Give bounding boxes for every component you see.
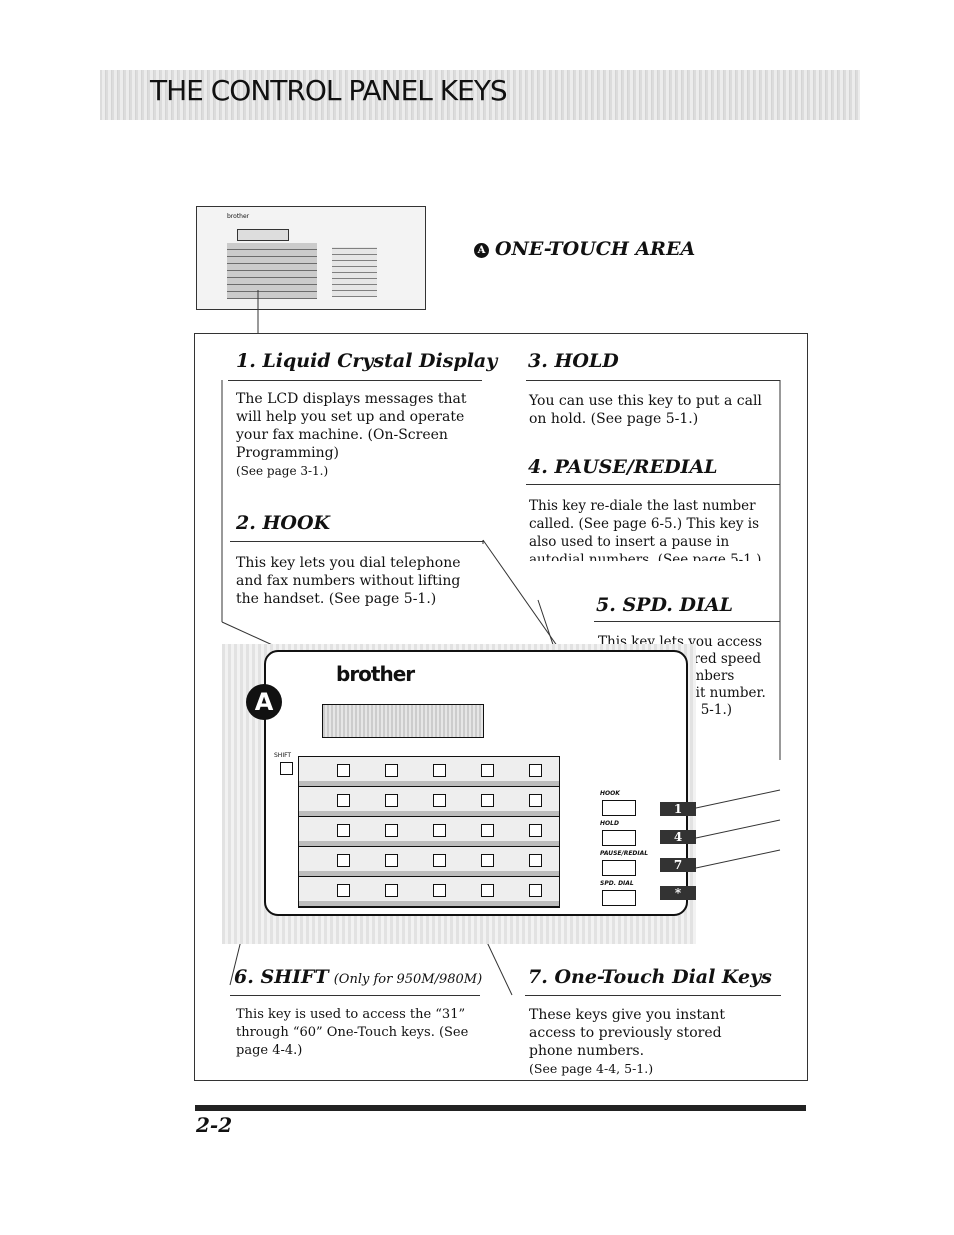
pause-key <box>602 860 636 876</box>
hook-heading: 2. HOOK <box>236 512 331 534</box>
one-touch-key <box>433 854 446 867</box>
panel-brand: brother <box>336 662 415 686</box>
one-touch-key <box>481 824 494 837</box>
onetouch-heading: 7. One-Touch Dial Keys <box>528 966 772 988</box>
one-touch-key <box>337 824 350 837</box>
thumbnail-brand: brother <box>227 213 250 220</box>
shift-heading: 6. SHIFT (Only for 950M/980M) <box>234 966 482 988</box>
one-touch-key <box>481 884 494 897</box>
one-touch-key <box>337 794 350 807</box>
shift-heading-text: 6. SHIFT <box>234 966 329 988</box>
rule-pause <box>526 484 780 485</box>
one-touch-key <box>385 884 398 897</box>
shift-body: This key is used to access the “31” thro… <box>236 1007 469 1058</box>
one-touch-marker: A <box>474 243 489 258</box>
page-title: THE CONTROL PANEL KEYS <box>150 74 508 107</box>
one-touch-key <box>481 794 494 807</box>
rule-lcd <box>228 380 482 381</box>
shift-key <box>280 762 293 775</box>
one-touch-key <box>433 764 446 777</box>
onetouch-body: These keys give you instant access to pr… <box>529 1007 726 1059</box>
one-touch-key <box>481 854 494 867</box>
spd-key <box>602 890 636 906</box>
one-touch-key <box>385 764 398 777</box>
lcd-body: The LCD displays messages that will help… <box>236 391 467 461</box>
one-touch-key <box>337 764 350 777</box>
hook-key-label: HOOK <box>600 790 620 797</box>
thumbnail-function-keys <box>332 247 377 297</box>
rule-shift <box>230 995 480 996</box>
hold-key <box>602 830 636 846</box>
thumbnail-lcd <box>237 229 289 241</box>
hold-key-label: HOLD <box>600 820 619 827</box>
hook-body: This key lets you dial telephone and fax… <box>236 555 461 607</box>
hold-heading: 3. HOLD <box>528 350 619 372</box>
one-touch-key <box>337 884 350 897</box>
header-banner <box>100 70 860 120</box>
control-panel-illustration: brother A SHIFT HOOK HOLD PAUSE/REDIAL S… <box>222 644 696 944</box>
one-touch-area-heading: A ONE-TOUCH AREA <box>474 238 695 260</box>
num-key-4: 4 <box>660 830 696 844</box>
one-touch-key <box>529 794 542 807</box>
one-touch-key <box>529 824 542 837</box>
callout-frame <box>194 333 808 1081</box>
shift-key-label: SHIFT <box>274 752 292 759</box>
lcd-heading: 1. Liquid Crystal Display <box>236 350 498 372</box>
one-touch-key <box>481 764 494 777</box>
rule-hold <box>526 380 780 381</box>
one-touch-key <box>337 854 350 867</box>
shift-qualifier: (Only for 950M/980M) <box>333 972 483 987</box>
lcd-text: The LCD displays messages that will help… <box>236 390 476 480</box>
hold-body: You can use this key to put a call on ho… <box>529 393 762 427</box>
footer-bar <box>195 1105 806 1111</box>
thumbnail-key-grid <box>227 243 317 299</box>
onetouch-note: (See page 4-4, 5-1.) <box>529 1061 654 1076</box>
one-touch-key <box>433 824 446 837</box>
spd-key-label: SPD. DIAL <box>600 880 634 887</box>
hook-key <box>602 800 636 816</box>
rule-hook <box>230 541 484 542</box>
onetouch-text: These keys give you instant access to pr… <box>529 1006 765 1078</box>
lcd-note: (See page 3-1.) <box>236 464 329 478</box>
rule-spd <box>594 621 780 622</box>
num-key-1: 1 <box>660 802 696 816</box>
pause-body: This key re-diale the last number called… <box>529 498 762 561</box>
pause-heading: 4. PAUSE/REDIAL <box>528 456 718 478</box>
one-touch-key <box>529 764 542 777</box>
pause-key-label: PAUSE/REDIAL <box>600 850 649 857</box>
num-key-7: 7 <box>660 858 696 872</box>
page-number: 2-2 <box>196 1113 233 1137</box>
one-touch-key <box>433 884 446 897</box>
one-touch-key <box>529 884 542 897</box>
num-key-star: * <box>660 886 696 900</box>
one-touch-key <box>385 854 398 867</box>
spd-heading: 5. SPD. DIAL <box>596 594 733 616</box>
fax-thumbnail: brother <box>196 206 426 310</box>
panel-badge-a: A <box>246 684 282 720</box>
one-touch-key <box>385 794 398 807</box>
one-touch-key <box>385 824 398 837</box>
panel-lcd <box>322 704 484 738</box>
one-touch-key <box>529 854 542 867</box>
one-touch-area-label: ONE-TOUCH AREA <box>495 238 696 260</box>
rule-onetouch <box>525 995 781 996</box>
one-touch-key <box>433 794 446 807</box>
